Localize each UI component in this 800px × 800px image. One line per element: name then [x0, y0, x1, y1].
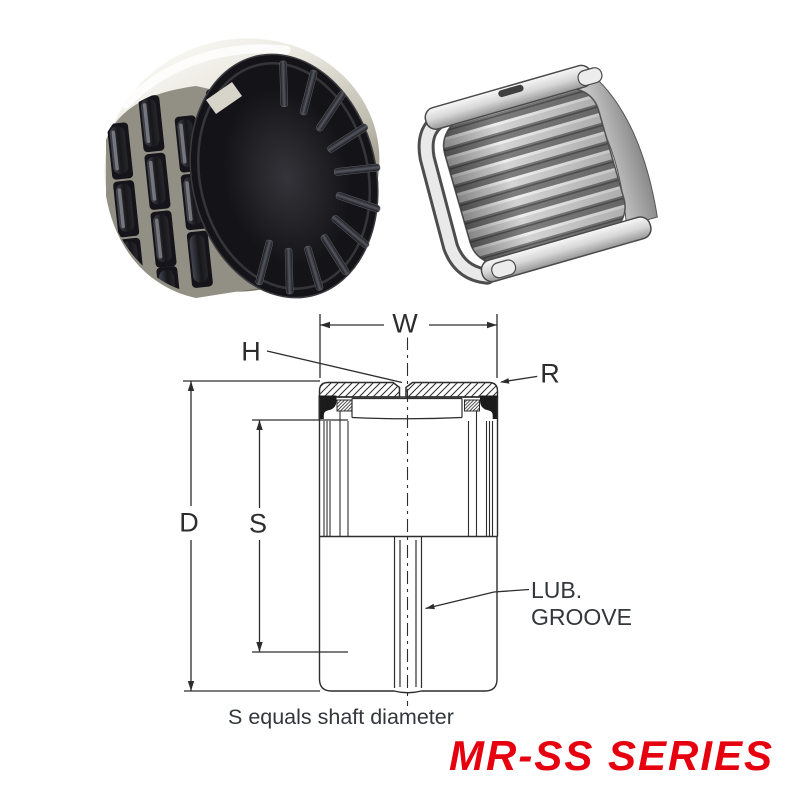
cup-top-rim — [424, 64, 603, 130]
rim-end-notch — [577, 67, 603, 87]
shell-highlight — [121, 44, 291, 109]
inner-race-band — [351, 397, 463, 420]
h-leader — [266, 350, 413, 397]
left-bearing-photo — [104, 38, 381, 306]
retainer-block-right — [464, 399, 480, 412]
series-title: MR-SS SERIES — [449, 732, 775, 779]
right-bearing-photo — [417, 64, 658, 285]
seal-gap-wedge — [206, 82, 242, 114]
lub-groove-label: LUB. GROOVE — [531, 577, 632, 631]
rim-slot — [498, 84, 524, 98]
r-leader — [500, 374, 544, 384]
outer-ring-section — [318, 381, 499, 398]
s-dimension — [252, 419, 348, 653]
rim-end-notch — [491, 259, 517, 279]
lub-groove-line1: LUB. — [531, 577, 583, 603]
lub-groove-leader — [425, 588, 530, 610]
dim-label-h: H — [238, 338, 264, 366]
diagram-caption: S equals shaft diameter — [228, 705, 454, 729]
front-needles — [222, 60, 381, 295]
lub-groove-line2: GROOVE — [531, 604, 632, 630]
dim-label-d: D — [176, 509, 202, 537]
lub-groove-lines — [393, 537, 423, 688]
dim-label-w: W — [389, 310, 421, 338]
roller-lines — [318, 397, 499, 537]
d-dimension — [183, 380, 320, 692]
retainer-block-left — [336, 399, 353, 412]
seal-right — [480, 395, 498, 419]
dim-label-s: S — [245, 510, 271, 538]
shaft-outline — [318, 535, 498, 694]
cup-bottom-rim — [480, 216, 652, 283]
w-dimension — [319, 314, 498, 378]
bearing-front-face — [189, 53, 381, 299]
seal-left — [318, 395, 337, 419]
cross-section-diagram — [183, 314, 544, 706]
dim-label-r: R — [537, 360, 563, 388]
